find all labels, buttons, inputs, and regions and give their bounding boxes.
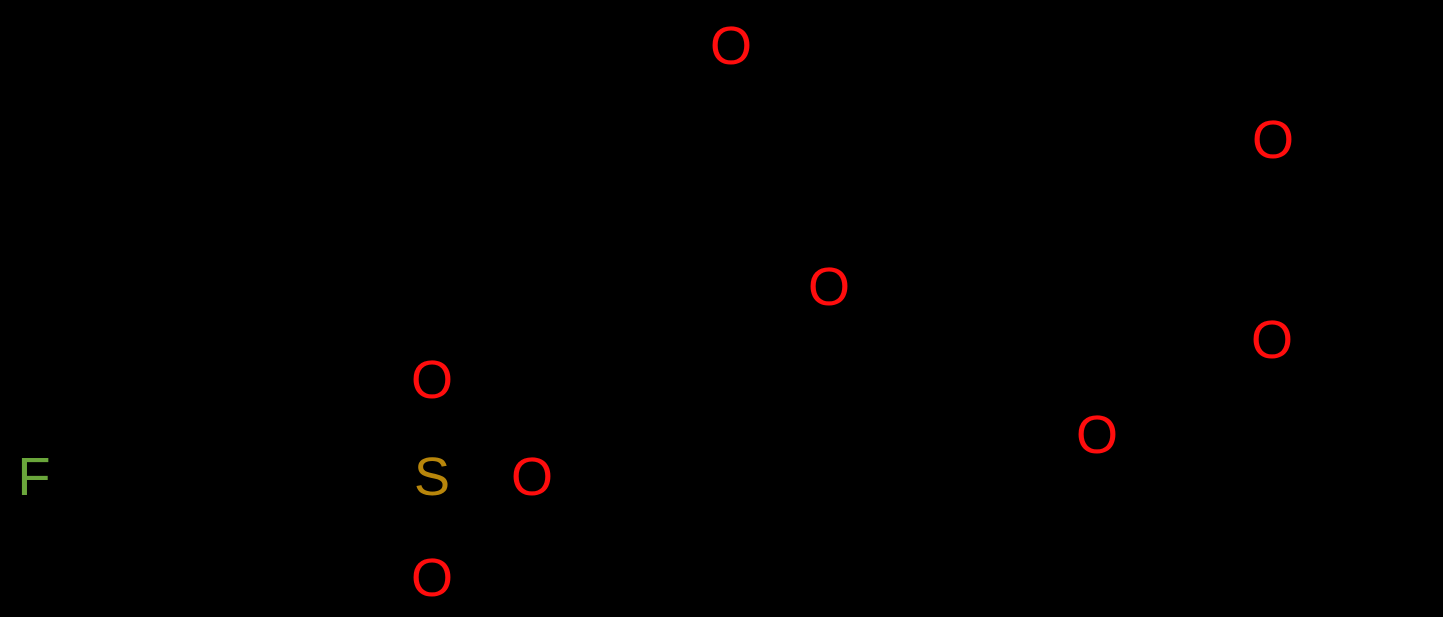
- bond-core-to-ketone-inner: [713, 97, 748, 210]
- atom-label-oxygen-O5: O: [411, 350, 453, 410]
- bond-ring2-to-o6: [1017, 457, 1078, 498]
- atom-label-oxygen-O8: O: [411, 548, 453, 608]
- bond-core-6: [617, 442, 703, 493]
- bond-o6-to-ring3: [1117, 367, 1183, 418]
- bond-ring-upper-ext4: [281, 225, 335, 314]
- atom-label-oxygen-O1: O: [710, 16, 752, 76]
- bond-core-4: [617, 157, 703, 208]
- atom-label-layer: F O O O O O O S O O: [18, 16, 1295, 608]
- bond-ring-upper-ext5: [281, 308, 335, 397]
- atom-label-oxygen-O3: O: [808, 257, 850, 317]
- bond-ring-c-inner: [275, 409, 323, 487]
- bond-ring-d: [281, 474, 335, 563]
- bond-ring3-c: [1177, 367, 1263, 423]
- bond-o4-to-tail: [1270, 377, 1353, 433]
- atom-label-oxygen-O6: O: [1076, 405, 1118, 465]
- bond-core-to-ketone: [697, 92, 734, 208]
- bond-ring-c: [281, 391, 335, 480]
- bond-o3-to-ring2: [852, 297, 933, 348]
- bond-layer: [63, 92, 1423, 563]
- bond-ring3-a: [1107, 237, 1183, 293]
- bond-ester-o-to-c: [561, 442, 623, 480]
- bond-core-2: [617, 297, 703, 353]
- bond-tail-end: [1347, 387, 1423, 433]
- atom-label-oxygen-O2: O: [1252, 110, 1294, 170]
- bond-ring2-b: [927, 442, 1023, 498]
- bond-core-5: [537, 157, 623, 208]
- bond-ring-f: [137, 474, 191, 563]
- atom-label-sulfur-S1: S: [414, 447, 450, 507]
- bond-ring-upper-ext2: [137, 225, 191, 314]
- atom-label-fluorine-F1: F: [18, 447, 51, 507]
- bond-ring-a-inner: [147, 382, 195, 461]
- atom-label-oxygen-O4: O: [1251, 310, 1293, 370]
- bond-ring2-c: [927, 287, 1023, 348]
- bond-ring-upper-ext: [137, 308, 191, 397]
- bond-ring2-d: [1017, 237, 1113, 293]
- bond-ring3-to-o2: [1177, 182, 1253, 293]
- bond-core-7: [697, 442, 793, 493]
- atom-label-oxygen-O7: O: [511, 447, 553, 507]
- bond-core-to-o3: [787, 309, 813, 333]
